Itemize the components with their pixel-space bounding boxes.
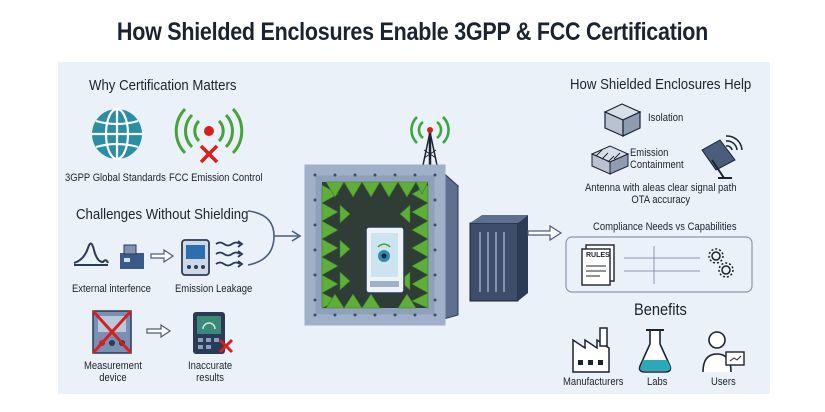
gear-icon [708,248,734,278]
arrow-icon [150,248,175,264]
measurement-device-icon [91,309,133,355]
benefits-heading: Benefits [634,300,687,319]
why-heading: Why Certification Matters [89,77,237,94]
page-title: How Shielded Enclosures Enable 3GPP & FC… [116,18,709,46]
factory-icon [572,327,610,373]
inaccurate-results-label: Inaccurate results [188,360,233,384]
rules-label: RULES [586,252,610,259]
benefit-users: Users [711,376,736,388]
why-item-3gpp: 3GPP Global Standards [65,172,166,184]
device-icon [120,244,144,269]
arrow-icon [146,323,172,339]
bracket-icon [247,210,275,266]
challenges-heading: Challenges Without Shielding [76,206,249,223]
containment-box-icon [590,145,630,175]
rules-document-icon [581,244,615,286]
globe-icon [92,107,142,161]
interference-waveform-icon [73,242,109,266]
help-item-antenna: Antenna with aleas clear signal path OTA… [585,182,737,206]
help-item-containment: Emission Containment [630,147,684,171]
user-icon [702,331,745,373]
isolation-cube-icon [603,103,642,137]
arrow-icon [527,224,563,242]
compliance-heading: Compliance Needs vs Capabilities [593,221,737,233]
inaccurate-results-icon [193,312,234,354]
benefit-manufacturers: Manufacturers [563,376,624,388]
leakage-device-icon [181,239,210,276]
help-item-isolation: Isolation [648,112,684,124]
lab-flask-icon [638,329,672,373]
help-heading: How Shielded Enclosures Help [570,76,752,93]
why-item-fcc: FCC Emission Control [169,172,263,184]
challenge-item-interference: External interfence [72,283,151,295]
antenna-dish-icon [701,135,743,179]
emission-control-icon [174,107,244,164]
compliance-box [565,236,753,293]
shielded-enclosure-icon [304,116,528,326]
arrow-head-icon [291,230,302,242]
measurement-device-label: Measurement device [84,360,142,384]
leakage-waves-icon [215,240,244,268]
benefit-labs: Labs [647,376,668,388]
challenge-item-leakage: Emission Leakage [175,283,253,295]
